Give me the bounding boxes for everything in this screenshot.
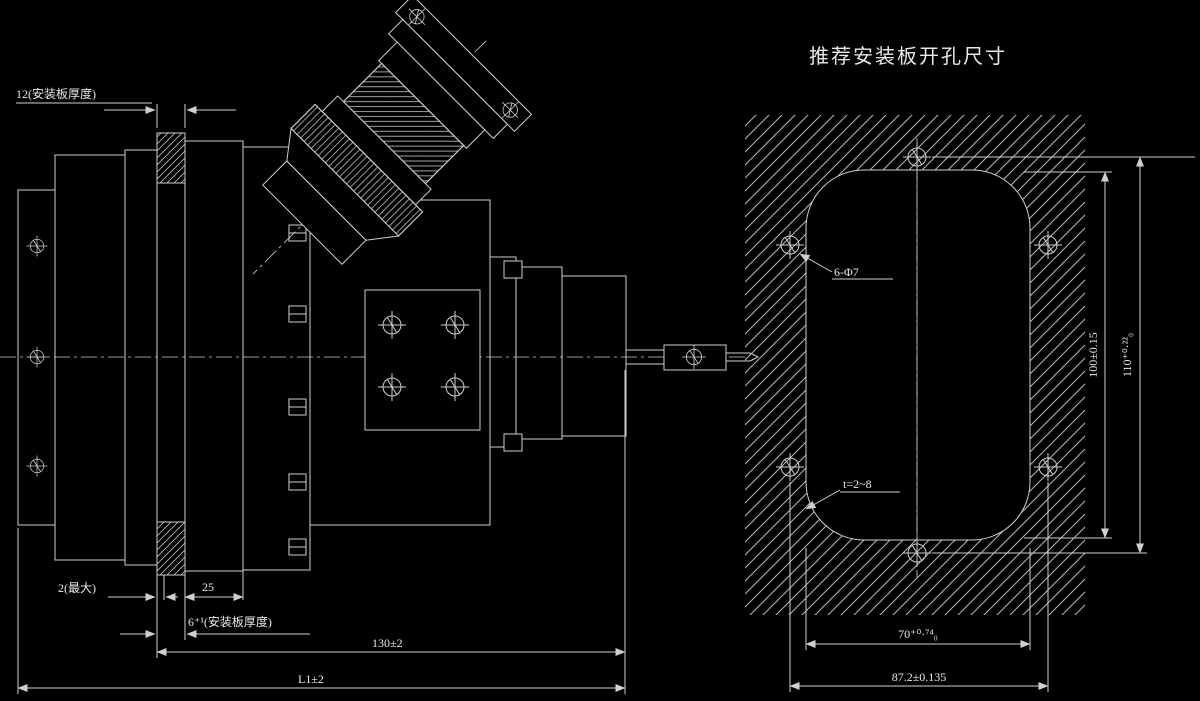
dim-plate-thickness: 12(安装板厚度) xyxy=(16,86,96,101)
rear-section-2 xyxy=(515,266,563,440)
plug-neck xyxy=(262,160,367,265)
dim-cutout-width: 70⁺⁰·⁷⁴₀ xyxy=(898,627,938,641)
dim-cutout-height: 100±0.15 xyxy=(1086,332,1100,378)
leader-mounting-holes xyxy=(799,253,833,273)
cutout-view-dimensions: 6-Φ7 t=2~8 100±0.15 110⁺⁰·²²₀ 70⁺⁰·⁷⁴₀ 8… xyxy=(789,156,1195,692)
screw-mark xyxy=(26,235,48,257)
side-view-dimensions: 12(安装板厚度) 2(最大) 25 6⁺¹(安装板厚度) 130±2 L1±2 xyxy=(16,86,626,694)
rear-fitting xyxy=(626,344,760,371)
mounting-plate xyxy=(156,132,186,576)
rear-section-1 xyxy=(489,256,517,448)
spacer-section xyxy=(184,140,244,572)
dim-hole-pitch-horizontal: 87.2±0.135 xyxy=(892,670,947,684)
dim-overall-length: L1±2 xyxy=(298,672,324,686)
flange-bolts xyxy=(288,224,307,556)
rear-tab-bottom xyxy=(503,433,523,452)
dim-mounting-holes: 6-Φ7 xyxy=(834,265,859,279)
rear-section-3 xyxy=(561,275,627,437)
dim-plate-range: 6⁺¹(安装板厚度) xyxy=(188,614,272,629)
leader-panel-thickness xyxy=(805,489,841,510)
connector-body xyxy=(54,154,126,561)
dim-panel-thickness: t=2~8 xyxy=(843,477,872,491)
rear-tab-top xyxy=(503,260,523,279)
side-view: 12(安装板厚度) 2(最大) 25 6⁺¹(安装板厚度) 130±2 L1±2 xyxy=(0,0,760,694)
dim-gap-max: 2(最大) xyxy=(58,581,96,595)
panel-cutout-view: 推荐安装板开孔尺寸 6-Φ7 t=2~8 100±0.15 110⁺⁰·²²₀ … xyxy=(745,45,1195,692)
mounting-plate-hatch-bottom xyxy=(156,521,186,576)
body-ring xyxy=(124,149,158,566)
dim-body-length: 130±2 xyxy=(372,636,403,650)
terminal-block xyxy=(364,289,481,431)
dim-flange-offset: 25 xyxy=(202,580,214,594)
drawing-title: 推荐安装板开孔尺寸 xyxy=(809,45,1007,68)
screw-mark xyxy=(26,346,48,368)
rear-cap xyxy=(17,189,56,526)
mounting-plate-hatch-top xyxy=(156,132,186,184)
angled-backshell xyxy=(252,0,533,275)
screw-mark xyxy=(26,455,48,477)
panel-cutout xyxy=(805,169,1031,541)
dim-hole-pitch-vertical: 110⁺⁰·²²₀ xyxy=(1120,333,1134,377)
